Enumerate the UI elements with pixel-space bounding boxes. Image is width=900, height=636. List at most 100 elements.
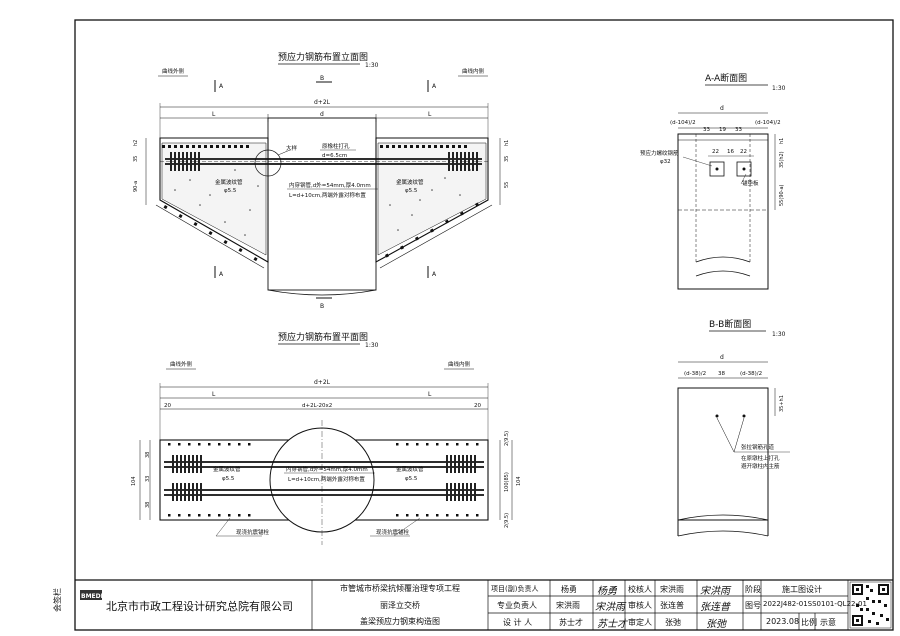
elev-dim-35-right: 35	[504, 156, 510, 162]
bb-dim-d: d	[720, 354, 724, 361]
elev-dim-l-right: L	[428, 111, 432, 118]
checker-name: 宋洪雨	[660, 585, 684, 594]
section-mark-a-4: A	[432, 271, 437, 278]
plan-outer-side: 曲线外侧	[170, 360, 193, 368]
logo-text: BMEDI	[81, 593, 103, 600]
designer-name: 苏士才	[559, 618, 583, 627]
reviewer-name: 张连普	[660, 601, 684, 610]
approver-name: 张弛	[665, 618, 681, 627]
plan-dim-100-85: 100(85)	[504, 472, 510, 492]
plan-dim-mid: d+2L-20x2	[302, 403, 332, 409]
qr-code-icon	[849, 581, 892, 629]
section-aa-scale: 1:30	[772, 85, 786, 92]
aa-dim-16: 16	[727, 149, 734, 155]
bb-note-line2: 在原墩柱上打孔	[741, 454, 780, 462]
project-line-3: 盖梁预应力钢束构造图	[360, 617, 440, 626]
project-line-1: 市管城市桥梁抗倾覆治理专项工程	[340, 584, 460, 593]
scale-value: 示意	[820, 618, 836, 627]
section-mark-b-2: B	[320, 303, 324, 310]
plan-dim-total: d+2L	[314, 379, 331, 386]
reviewer-signature: 张连普	[700, 602, 730, 613]
elevation-view: 预应力钢筋布置立面图 1:30 曲线外侧 曲线内侧 A A A A B B d+…	[133, 51, 510, 310]
title-block-grid	[74, 579, 894, 631]
section-mark-a-2: A	[432, 83, 437, 90]
checker-label: 校核人	[628, 585, 652, 594]
plan-view: 预应力钢筋布置平面图 1:30 曲线外侧 曲线内侧 d+2L L L 20 d+…	[131, 331, 522, 545]
stage-value: 施工图设计	[782, 585, 822, 594]
project-lead-name: 杨勇	[561, 585, 577, 594]
aa-label-anchor-nut: 预应力螺纹钢筋	[640, 149, 679, 157]
elev-label-phi-right: φ5.5	[405, 188, 418, 194]
elev-dim-l-left: L	[212, 111, 216, 118]
plan-label-corrugated-left: 金属波纹管	[213, 465, 241, 473]
elev-dim-h2: h2	[133, 140, 139, 146]
plan-label-phi-left: φ5.5	[222, 476, 235, 482]
reviewer-label: 审核人	[628, 601, 652, 610]
elev-callout-rubber-d: d=6.5cm	[322, 153, 347, 159]
aa-dim-right: (d-104)/2	[755, 120, 781, 126]
elev-label-phi-left: φ5.5	[224, 188, 237, 194]
elev-dim-35-left: 35	[133, 156, 139, 162]
plan-anchor-left	[172, 455, 202, 501]
section-mark-b-1: B	[320, 75, 324, 82]
date-value: 2023.08	[766, 617, 800, 626]
elev-dim-90a: 90-a	[133, 181, 139, 192]
elev-label-corrugated-right: 金属波纹管	[396, 178, 424, 186]
plan-callout-length: L=d+10cm,两端外露对称布置	[288, 475, 365, 483]
bb-dim-38: 38	[718, 371, 725, 377]
bb-dim-left: (d-38)/2	[684, 371, 706, 377]
organization-name: 北京市市政工程设计研究总院有限公司	[106, 600, 293, 613]
designer-signature: 苏士才	[597, 619, 627, 630]
project-lead-signature: 杨勇	[597, 586, 617, 597]
aa-dim-33b: 33	[735, 127, 742, 133]
elevation-anchor-left	[170, 152, 200, 171]
project-line-2: 丽泽立交桥	[380, 601, 420, 610]
aa-dim-d: d	[720, 105, 724, 112]
drawing-no-value: 2022J482-01SS0101-QL22-01	[763, 600, 867, 608]
bb-note-line3: 避开墩柱内主筋	[741, 462, 780, 470]
bb-dim-right: (d-38)/2	[740, 371, 762, 377]
plan-dim-38b: 38	[145, 502, 151, 508]
elevation-anchor-right	[448, 152, 478, 171]
bb-section-outline	[677, 387, 769, 521]
plan-label-phi-right: φ5.5	[405, 476, 418, 482]
plan-label-anchor-left: 现浇抗震锚栓	[236, 528, 270, 536]
detail-circle	[254, 149, 282, 177]
approver-label: 审定人	[628, 618, 652, 627]
elevation-title: 预应力钢筋布置立面图	[278, 51, 368, 63]
logo-mark	[80, 590, 102, 600]
side-stamp-text: 会签栏	[52, 588, 62, 612]
plan-dim-20a: 20	[164, 403, 171, 409]
elev-callout-detail: 大样	[286, 144, 298, 152]
section-aa-title: A-A断面图	[705, 72, 747, 84]
plan-inner-side: 曲线内侧	[448, 360, 471, 368]
aa-dim-55: 55(90-a)	[779, 184, 785, 206]
plan-dim-l-left: L	[212, 391, 216, 398]
section-bb-scale: 1:30	[772, 331, 786, 338]
aa-dim-22b: 22	[740, 149, 747, 155]
aa-section-outline	[677, 133, 769, 290]
plan-callout-pipe: 内穿钢管,d外=54mm,厚4.0mm	[286, 465, 368, 473]
elev-dim-h1: h1	[504, 140, 510, 146]
aa-label-phi32: φ32	[660, 159, 671, 165]
elevation-outer-side: 曲线外侧	[162, 67, 185, 75]
elev-dim-55: 55	[504, 182, 510, 188]
approver-signature: 张弛	[706, 619, 726, 630]
elevation-inner-side: 曲线内侧	[462, 67, 485, 75]
discipline-lead-name: 宋洪雨	[556, 601, 580, 610]
aa-duct-left	[709, 161, 725, 177]
plan-dim-20b: 20	[474, 403, 481, 409]
discipline-lead-signature: 宋洪雨	[595, 602, 625, 613]
plan-title: 预应力钢筋布置平面图	[278, 331, 368, 343]
elevation-scale: 1:30	[365, 62, 379, 69]
bb-dim-35h1: 35+h1	[779, 395, 785, 412]
plan-label-anchor-right: 现浇抗震锚栓	[376, 528, 410, 536]
checker-signature: 宋洪雨	[700, 586, 730, 597]
section-mark-a-1: A	[219, 83, 224, 90]
plan-dim-33: 33	[145, 476, 151, 482]
plan-anchor-right	[446, 455, 476, 501]
elev-dim-d: d	[320, 111, 324, 118]
plan-dim-95-top: 2(9.5)	[504, 431, 510, 446]
plan-dim-104b: 104	[516, 476, 522, 486]
plan-dim-l-right: L	[428, 391, 432, 398]
